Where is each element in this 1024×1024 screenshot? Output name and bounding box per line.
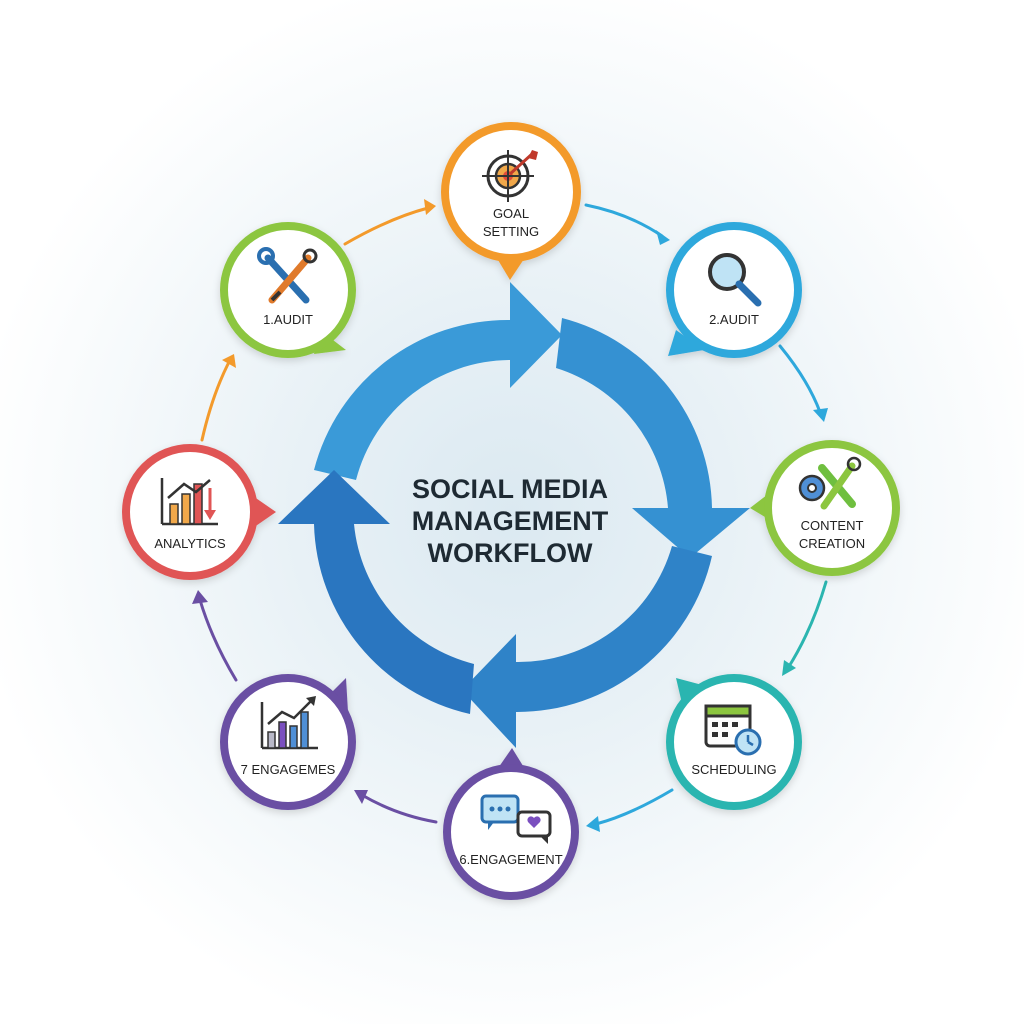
node-engagement-6[interactable]	[443, 748, 579, 900]
gear-wrench-icon	[798, 456, 862, 510]
center-title: SOCIAL MEDIA MANAGEMENT WORKFLOW	[412, 474, 609, 568]
connector-scheduling-engagement6	[594, 788, 674, 826]
audit2-label: 2.AUDIT	[709, 312, 759, 327]
node-audit-1[interactable]	[220, 222, 356, 358]
goal-label-2: SETTING	[483, 224, 539, 239]
central-cycle-arrows	[278, 282, 750, 748]
cycle-arrow-left	[278, 470, 474, 714]
title-line-1: SOCIAL MEDIA	[412, 474, 608, 504]
cycle-arrow-bottom	[462, 546, 712, 748]
analytics-label: ANALYTICS	[154, 536, 226, 551]
content-label-1: CONTENT	[801, 518, 864, 533]
title-line-3: WORKFLOW	[428, 538, 593, 568]
audit1-label: 1.AUDIT	[263, 312, 313, 327]
connector-goal-audit2	[584, 203, 664, 238]
goal-label-1: GOAL	[493, 206, 529, 221]
growth-chart-icon	[260, 696, 318, 750]
cycle-arrow-top	[314, 282, 562, 480]
node-engageme-7[interactable]	[220, 674, 356, 810]
scheduling-label: SCHEDULING	[691, 762, 776, 777]
target-icon	[482, 150, 538, 202]
magnifier-icon	[708, 253, 762, 307]
node-content-creation[interactable]	[750, 440, 900, 576]
connector-audit1-goal	[343, 206, 430, 246]
title-line-2: MANAGEMENT	[412, 506, 609, 536]
connector-engagement6-engageme7	[360, 793, 438, 824]
bar-chart-icon	[160, 478, 218, 526]
engageme7-label: 7 ENGAGEMES	[241, 762, 336, 777]
chat-bubbles-icon	[480, 794, 552, 844]
engagement6-label: 6.ENGAGEMENT	[459, 852, 562, 867]
connector-content-scheduling	[786, 580, 828, 670]
node-audit-2[interactable]	[666, 222, 802, 358]
connector-analytics-audit1	[200, 362, 230, 442]
node-goal-setting[interactable]	[441, 122, 581, 280]
content-label-2: CREATION	[799, 536, 865, 551]
connector-engageme7-analytics	[198, 598, 238, 682]
connector-audit2-content	[778, 344, 822, 414]
tools-icon	[257, 247, 318, 304]
calendar-clock-icon	[704, 704, 762, 756]
cycle-arrow-right	[556, 318, 750, 558]
outer-connectors	[192, 199, 828, 832]
